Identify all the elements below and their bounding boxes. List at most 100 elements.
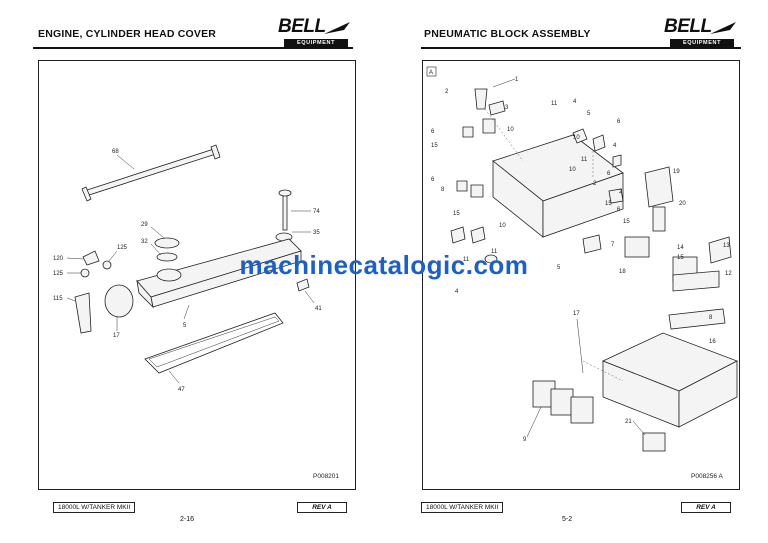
head-cover-side — [150, 250, 302, 308]
footer-revision: REV A — [297, 502, 347, 513]
view-label: A — [429, 70, 433, 76]
callout-label: 11 — [551, 101, 558, 107]
callout-label: 16 — [709, 339, 716, 345]
callout-label: 14 — [677, 245, 684, 251]
callout-label: 10 — [499, 223, 506, 229]
callout-label: 10 — [507, 127, 514, 133]
callout-label: 17 — [573, 311, 580, 317]
callout-label: 2 — [593, 181, 597, 187]
callout-label: 15 — [623, 219, 630, 225]
elbow-part — [82, 250, 100, 266]
callout-label: 15 — [453, 211, 460, 217]
manifold-part — [672, 270, 720, 292]
callout-label: 10 — [569, 167, 576, 173]
cover-gasket-part — [144, 312, 284, 374]
callout-label: 2 — [619, 189, 623, 195]
cylinder-head-cover-diagram: 68 74 29 35 32 5 — [53, 144, 322, 393]
callout-label: 11 — [463, 257, 470, 263]
footer-revision: REV A — [681, 502, 731, 513]
exploded-diagram-frame: 68 74 29 35 32 5 — [38, 60, 356, 490]
exploded-diagram-frame: A — [422, 60, 740, 490]
callout-label: 21 — [625, 419, 632, 425]
breather-housing-part — [104, 284, 134, 318]
callout-label: 35 — [313, 230, 320, 236]
callout-label: 68 — [112, 149, 119, 155]
view-label-box — [426, 66, 437, 77]
leader-line — [576, 318, 584, 374]
oil-cap-part — [154, 237, 180, 249]
footer-model: 18000L W/TANKER MKII — [421, 502, 504, 513]
fitting-part — [470, 184, 484, 198]
logo-swoosh-icon — [710, 22, 736, 34]
page-number: 5-2 — [562, 516, 573, 523]
gasket-inner-edge — [148, 316, 280, 368]
callout-label: 125 — [53, 271, 64, 277]
callout-label: 6 — [617, 119, 621, 125]
callout-label: 5 — [183, 323, 187, 329]
watermark-text: machinecatalogic.com — [239, 250, 529, 280]
callout-label: 15 — [677, 255, 684, 261]
callout-label: 41 — [315, 306, 322, 312]
gasket-rail-part — [83, 148, 220, 196]
catalog-page-right: PNEUMATIC BLOCK ASSEMBLY BELL EQUIPMENT … — [384, 0, 768, 543]
clamp-part — [102, 260, 112, 270]
logo-swoosh-icon — [324, 22, 350, 34]
callout-label: 3 — [505, 105, 509, 111]
callout-label: 13 — [723, 243, 730, 249]
solenoid-coil-part — [644, 166, 674, 208]
catalog-page-left: ENGINE, CYLINDER HEAD COVER BELL EQUIPME… — [33, 16, 356, 523]
leader-line — [150, 226, 165, 239]
callout-label: 15 — [431, 143, 438, 149]
assembly-path — [582, 360, 624, 382]
callout-label: 29 — [141, 222, 148, 228]
bell-logo: BELL EQUIPMENT — [276, 16, 352, 48]
connector-part — [708, 236, 732, 264]
callout-label: 1 — [515, 77, 519, 83]
seal-ring-part — [156, 252, 178, 262]
callout-label: 5 — [587, 111, 591, 117]
solenoid-stem-part — [652, 206, 666, 232]
callout-label: 7 — [611, 242, 615, 248]
bolt-head-part — [278, 189, 292, 197]
callout-label: 2 — [445, 89, 449, 95]
fitting-part — [462, 126, 474, 138]
fitting-part — [488, 100, 506, 116]
page-title: ENGINE, CYLINDER HEAD COVER — [38, 28, 217, 40]
leader-line — [116, 154, 135, 170]
callout-label: 6 — [607, 171, 611, 177]
fitting-part — [612, 154, 622, 168]
callout-label: 6 — [617, 207, 621, 213]
leader-line — [66, 297, 76, 302]
lower-block-front — [678, 360, 738, 428]
valve-part — [642, 432, 666, 452]
callout-label: 120 — [53, 256, 64, 262]
upper-block-front — [542, 172, 624, 238]
callout-label: 6 — [431, 177, 435, 183]
breather-pipe-part — [74, 292, 92, 334]
callout-label: 18 — [619, 269, 626, 275]
callout-label: 74 — [313, 209, 320, 215]
leader-line — [183, 304, 190, 320]
callout-label: 10 — [573, 135, 580, 141]
leader-line — [526, 406, 542, 438]
leader-line — [168, 370, 180, 384]
callout-label: 4 — [613, 143, 617, 149]
logo-brand: BELL — [664, 16, 712, 37]
callout-label: 19 — [673, 169, 680, 175]
fitting-part — [482, 118, 496, 134]
page-number: 2-16 — [180, 516, 195, 523]
callout-label: 8 — [441, 187, 445, 193]
callout-label: 6 — [431, 129, 435, 135]
pneumatic-block-diagram: A — [426, 66, 738, 452]
callout-label: 115 — [53, 296, 63, 302]
fitting-part — [582, 234, 602, 254]
callout-label: 125 — [117, 245, 128, 251]
callout-label: 11 — [491, 249, 498, 255]
header-rule — [421, 47, 741, 49]
callout-label: 47 — [178, 387, 185, 393]
footer-model: 18000L W/TANKER MKII — [53, 502, 136, 513]
page-title: PNEUMATIC BLOCK ASSEMBLY — [424, 28, 591, 40]
figure-reference: P008256 A — [691, 473, 723, 480]
callout-label: 32 — [141, 239, 148, 245]
fitting-part — [608, 188, 624, 204]
